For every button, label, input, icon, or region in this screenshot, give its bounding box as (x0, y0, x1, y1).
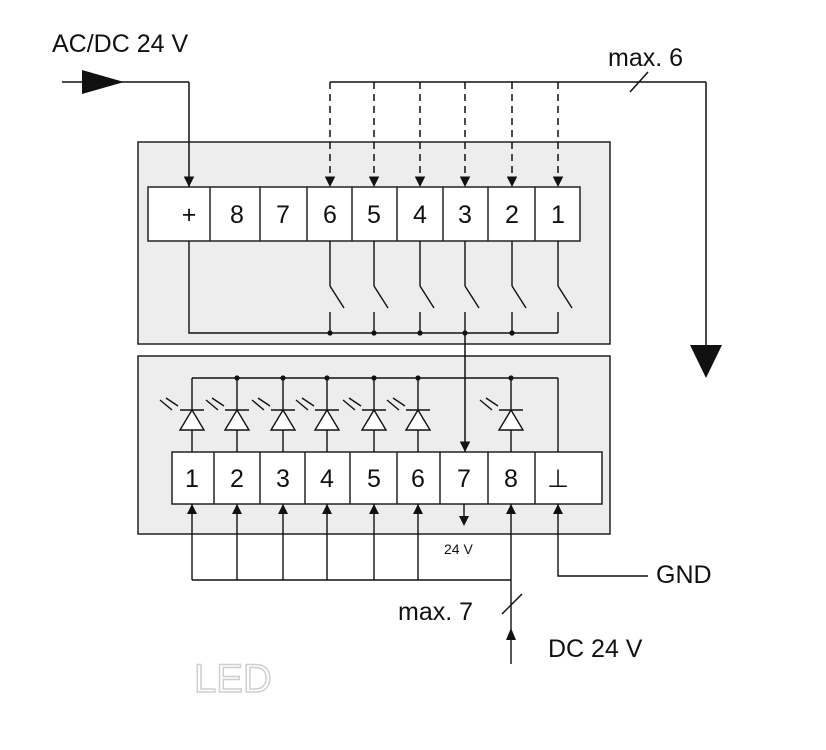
bottom-terminal-1: 1 (185, 465, 199, 493)
top-terminal-7: 7 (276, 201, 290, 229)
label-max-7: max. 7 (398, 598, 473, 626)
led-diodes (159, 397, 525, 431)
bottom-terminal-3: 3 (276, 465, 290, 493)
top-terminal-strip: + 8 7 6 5 4 3 2 1 (147, 186, 581, 242)
bottom-terminal-4: 4 (320, 465, 334, 493)
top-terminal-2: 2 (505, 201, 519, 229)
bottom-terminal-5: 5 (367, 465, 381, 493)
bottom-terminal-strip: 1 2 3 4 5 6 7 8 ⊥ (171, 451, 603, 505)
led-rail-dots (234, 375, 514, 381)
supply-input-arrow (82, 70, 124, 94)
top-terminal-1: 1 (551, 201, 565, 229)
label-dc-24v: DC 24 V (548, 635, 643, 663)
input-contacts (188, 241, 573, 334)
max-7-slash (501, 593, 523, 615)
top-terminal-plus: + (182, 201, 197, 229)
top-terminal-6: 6 (323, 201, 337, 229)
bottom-terminal-ground: ⊥ (547, 465, 569, 493)
bottom-terminal-2: 2 (230, 465, 244, 493)
max-6-slash (629, 71, 649, 93)
top-terminal-4: 4 (413, 201, 427, 229)
ground-wire (557, 504, 648, 577)
label-24v: 24 V (444, 541, 473, 557)
label-max-6: max. 6 (608, 44, 683, 72)
input-junction-dots (327, 330, 515, 336)
label-ac-dc-24v: AC/DC 24 V (52, 30, 188, 58)
top-terminal-3: 3 (458, 201, 472, 229)
bottom-terminal-6: 6 (411, 465, 425, 493)
input-bus-dashed (324, 81, 706, 187)
top-terminal-8: 8 (230, 201, 244, 229)
output-24v-wire (459, 504, 469, 526)
bottom-terminal-8: 8 (504, 465, 518, 493)
watermark-led: LED (194, 657, 272, 701)
label-gnd: GND (656, 561, 712, 589)
output-direction-wire (690, 82, 722, 378)
bottom-terminal-7: 7 (457, 465, 471, 493)
top-terminal-5: 5 (367, 201, 381, 229)
